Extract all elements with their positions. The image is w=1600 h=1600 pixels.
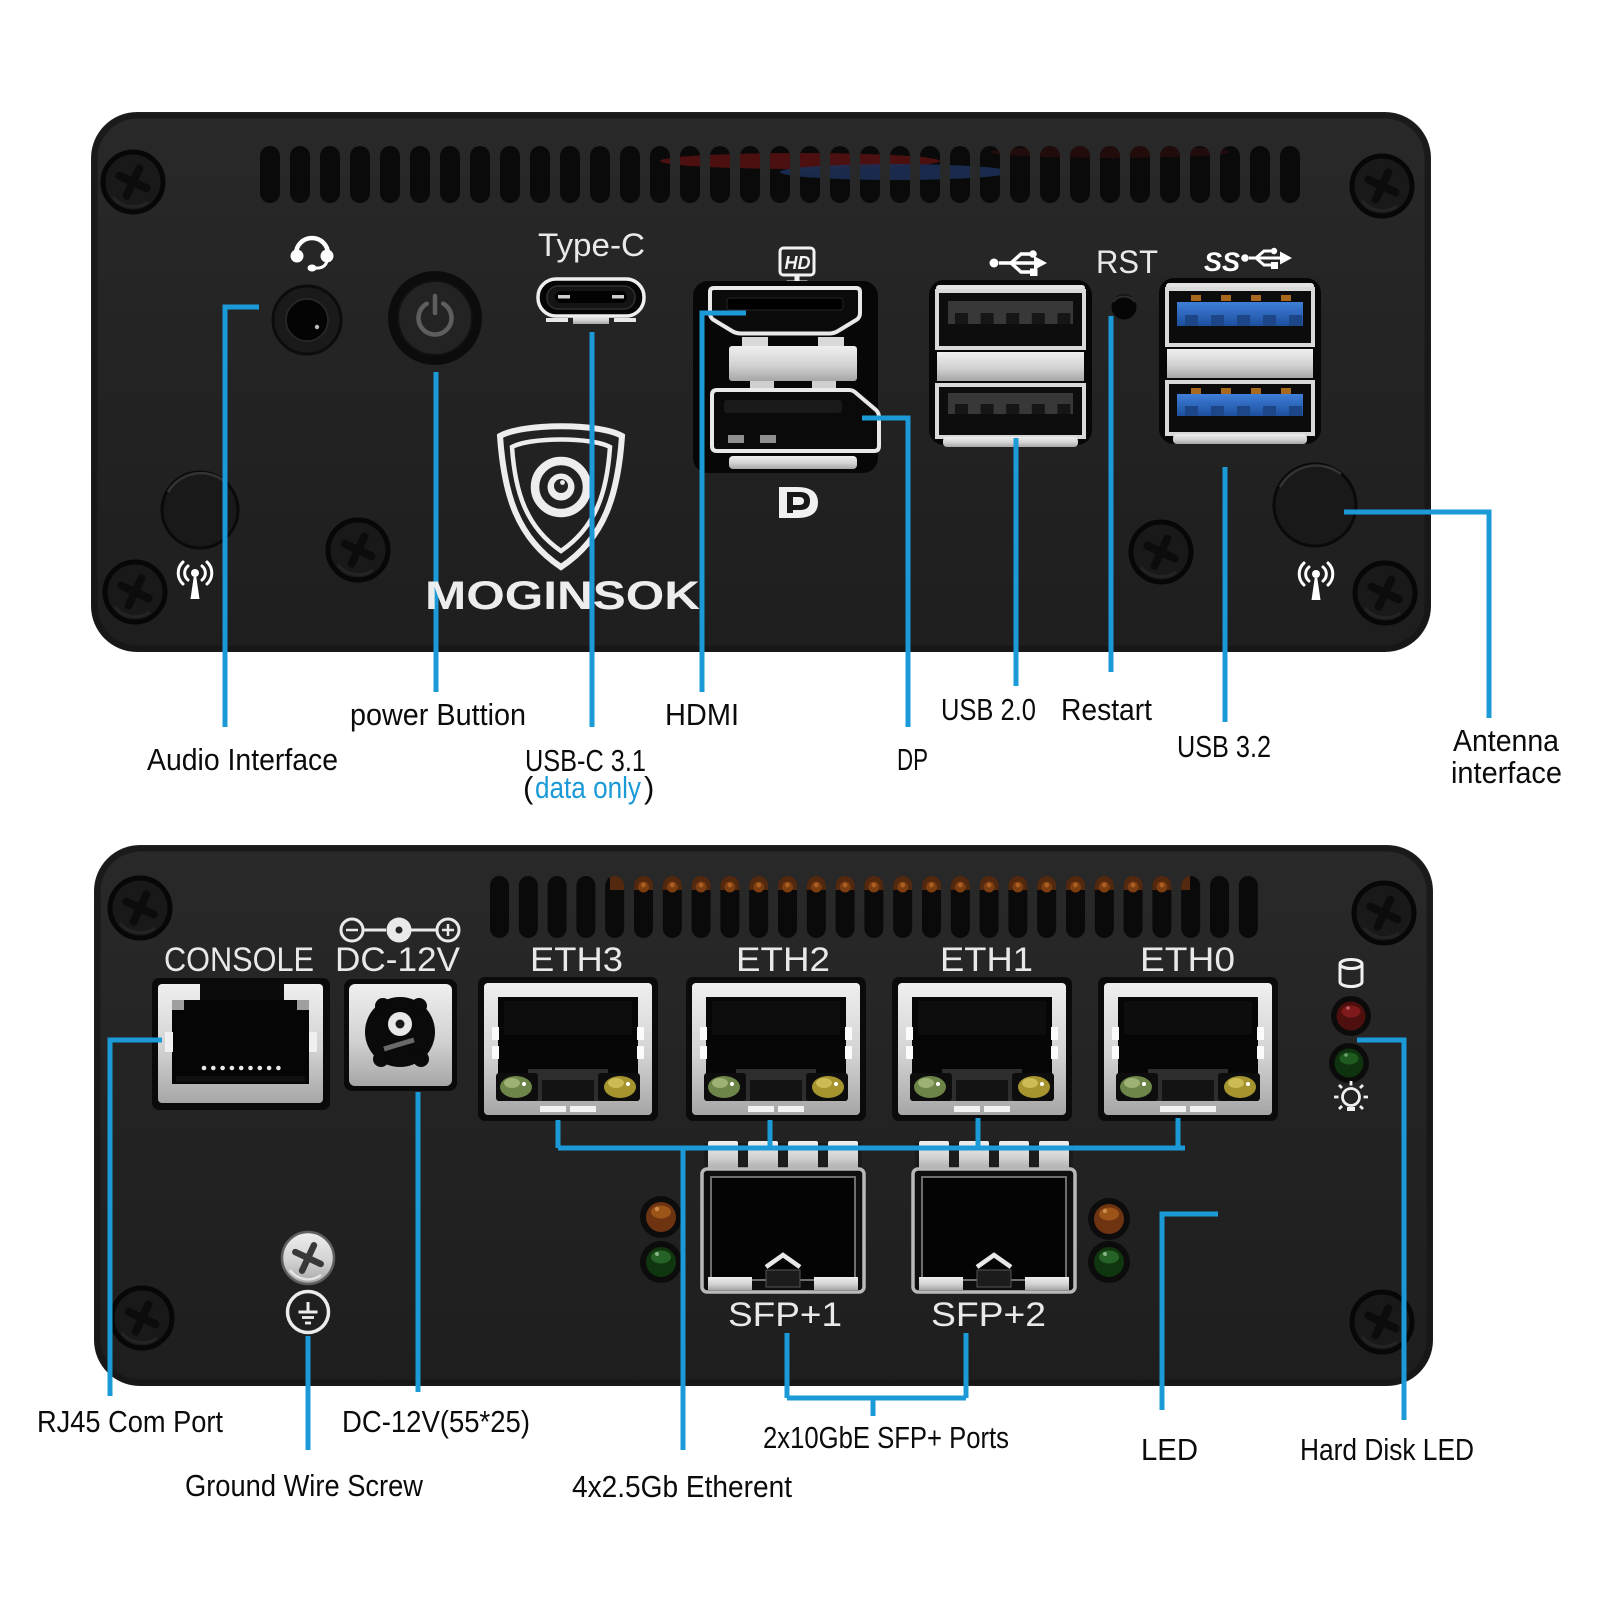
svg-text:DP: DP bbox=[897, 742, 928, 777]
svg-text:USB 2.0: USB 2.0 bbox=[941, 692, 1036, 727]
svg-text:interface: interface bbox=[1451, 755, 1562, 790]
svg-text:ETH1: ETH1 bbox=[940, 941, 1033, 979]
svg-text:MOGINSOK: MOGINSOK bbox=[425, 574, 700, 618]
svg-text:): ) bbox=[644, 770, 654, 805]
svg-text:LED: LED bbox=[1141, 1432, 1198, 1467]
svg-text:data only: data only bbox=[535, 770, 641, 805]
svg-text:4x2.5Gb Etherent: 4x2.5Gb Etherent bbox=[572, 1469, 792, 1504]
svg-text:USB-C 3.1: USB-C 3.1 bbox=[525, 743, 646, 778]
svg-text:ETH2: ETH2 bbox=[736, 941, 830, 979]
svg-text:Type-C: Type-C bbox=[538, 227, 645, 263]
svg-text:Ground Wire Screw: Ground Wire Screw bbox=[185, 1468, 424, 1503]
svg-text:Antenna: Antenna bbox=[1453, 723, 1560, 758]
svg-text:Restart: Restart bbox=[1061, 692, 1152, 727]
svg-text:USB 3.2: USB 3.2 bbox=[1177, 729, 1271, 764]
svg-text:SFP+1: SFP+1 bbox=[728, 1296, 842, 1334]
svg-text:DC-12V: DC-12V bbox=[335, 941, 460, 979]
svg-text:SFP+2: SFP+2 bbox=[931, 1296, 1046, 1334]
svg-text:SS: SS bbox=[1204, 247, 1240, 277]
svg-text:ETH0: ETH0 bbox=[1140, 941, 1235, 979]
svg-text:Hard Disk LED: Hard Disk LED bbox=[1300, 1432, 1474, 1467]
svg-text:HDMI: HDMI bbox=[665, 697, 739, 732]
svg-text:2x10GbE SFP+ Ports: 2x10GbE SFP+ Ports bbox=[763, 1420, 1009, 1455]
svg-text:RST: RST bbox=[1096, 244, 1158, 280]
svg-text:DC-12V(55*25): DC-12V(55*25) bbox=[342, 1404, 530, 1439]
svg-text:Audio Interface: Audio Interface bbox=[147, 742, 338, 777]
svg-text:(: ( bbox=[523, 770, 534, 805]
svg-text:ETH3: ETH3 bbox=[530, 941, 623, 979]
svg-text:power Buttion: power Buttion bbox=[350, 697, 526, 732]
svg-text:CONSOLE: CONSOLE bbox=[164, 941, 314, 979]
svg-text:HD: HD bbox=[785, 253, 811, 273]
svg-text:RJ45 Com Port: RJ45 Com Port bbox=[37, 1404, 223, 1439]
